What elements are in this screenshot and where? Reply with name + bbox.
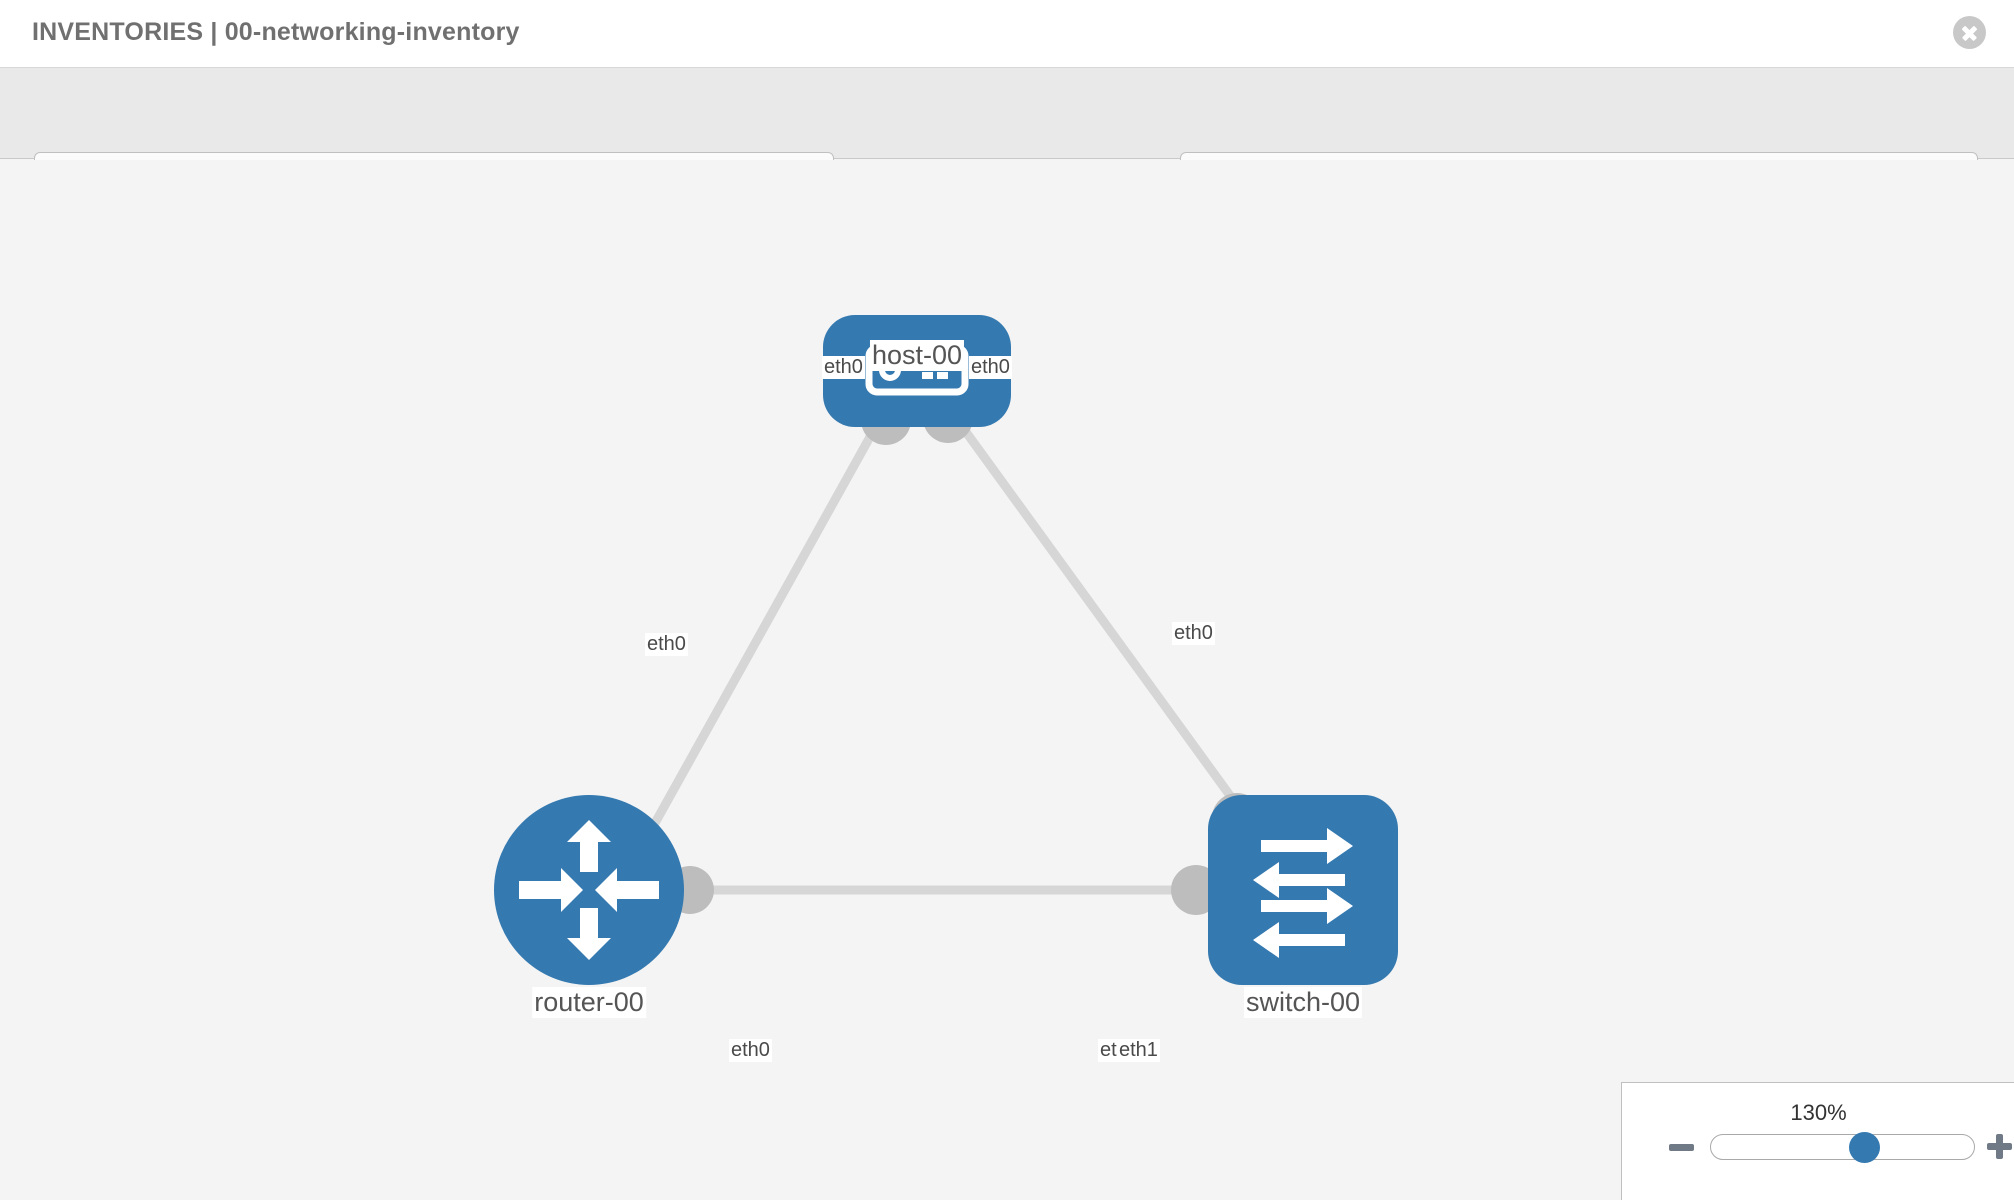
interface-nubs: [666, 393, 1262, 915]
topology-graph: [494, 315, 1398, 985]
switch-arrows-icon: [1253, 828, 1353, 958]
node-switch-00: [1208, 795, 1398, 985]
iface-label-host00-to-switch00: eth0: [969, 356, 1012, 379]
node-label-switch-00: switch-00: [1243, 987, 1363, 1018]
close-icon[interactable]: [1953, 16, 1986, 49]
zoom-level-value: 130%: [1790, 1100, 1847, 1125]
node-label-host-00: host-00: [869, 340, 965, 371]
node-label-router-00: router-00: [532, 987, 646, 1018]
node-router-00: [494, 795, 684, 985]
topology-links: [636, 407, 1259, 895]
iface-label-router00-to-switch00: eth0: [729, 1039, 772, 1062]
router-arrows-icon: [519, 820, 659, 960]
iface-label-host00-to-router00: eth0: [822, 356, 865, 379]
minus-icon[interactable]: [1669, 1144, 1694, 1151]
link-host00-router00: [636, 407, 889, 853]
zoom-slider[interactable]: [1710, 1134, 1975, 1160]
zoom-slider-thumb[interactable]: [1849, 1132, 1880, 1163]
zoom-control-panel: 130%: [1621, 1082, 2014, 1200]
iface-label-switch00-eth1: eth1: [1117, 1039, 1160, 1062]
topology-canvas[interactable]: host-00 router-00 switch-00 eth0 eth0 et…: [0, 160, 2014, 1200]
iface-label-router00-to-host00: eth0: [645, 633, 688, 656]
page-title: INVENTORIES | 00-networking-inventory: [32, 18, 520, 46]
plus-icon[interactable]: [1987, 1134, 2012, 1159]
iface-label-switch00-to-host00: eth0: [1172, 622, 1215, 645]
toolbar: ACTIONS SEARCH: [0, 68, 2014, 208]
link-host00-switch00: [946, 407, 1259, 833]
plus-icon-vertical: [1996, 1134, 2003, 1159]
page-header: INVENTORIES | 00-networking-inventory: [0, 0, 2014, 68]
